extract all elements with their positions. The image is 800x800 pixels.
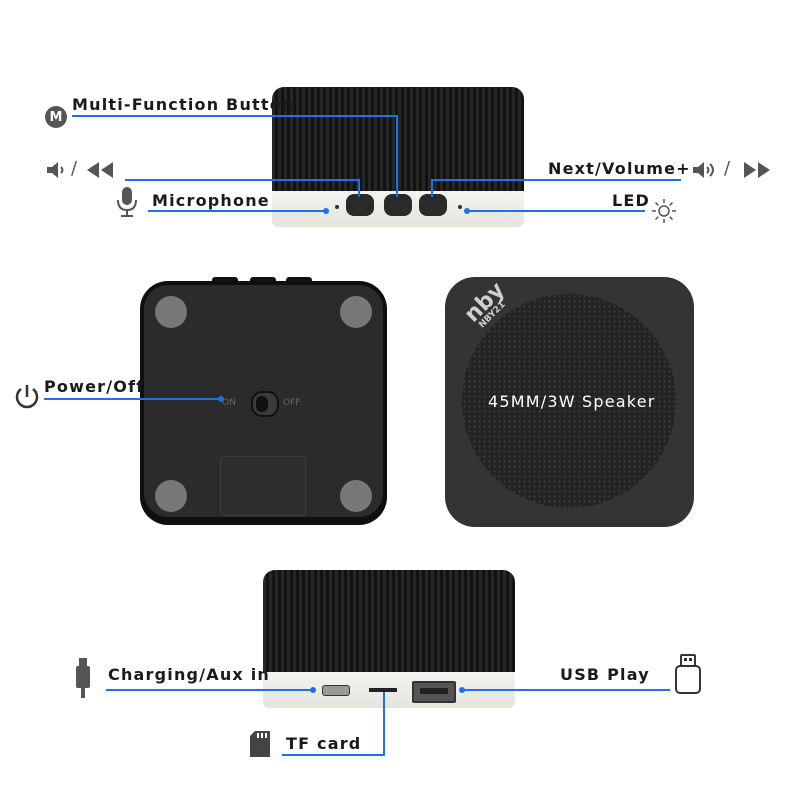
microphone-line: [148, 210, 326, 212]
speaker-face-view: [445, 277, 694, 527]
next-volume-line-v: [431, 179, 433, 197]
sd-card-icon: [250, 731, 270, 757]
rewind-icon: [87, 162, 113, 178]
multi-function-line-v: [396, 115, 398, 197]
microphone-label: Microphone: [152, 191, 270, 210]
usb-drive-icon: [675, 654, 701, 694]
volume-down-icon: [47, 162, 64, 178]
m-badge-icon: M: [45, 106, 67, 128]
microphone-hole: [335, 205, 339, 209]
speaker-grille-circle: [462, 294, 676, 508]
microphone-line-dot: [323, 208, 329, 214]
power-icon: [15, 385, 39, 409]
tf-card-label: TF card: [286, 734, 362, 753]
led-line: [467, 210, 645, 212]
tf-card-slot[interactable]: [369, 688, 397, 692]
power-line-dot: [218, 396, 224, 402]
bottom-speaker-view: [263, 570, 515, 708]
volume-down-button[interactable]: [346, 194, 374, 216]
usb-play-label: USB Play: [560, 665, 650, 684]
microphone-icon: [117, 187, 137, 217]
usb-play-line: [462, 689, 670, 691]
next-volume-line-h: [431, 179, 681, 181]
speaker-grille-top: [272, 87, 524, 193]
multi-function-button[interactable]: [384, 194, 412, 216]
charging-line: [106, 689, 312, 691]
speaker-grille-bottom: [263, 570, 515, 674]
m-badge-letter: M: [49, 109, 63, 125]
switch-on-text: ON: [222, 398, 236, 408]
volume-up-icon: [693, 162, 714, 178]
power-switch[interactable]: [251, 391, 279, 417]
prev-volume-line-v: [358, 179, 360, 197]
slash-separator: /: [71, 158, 78, 179]
rubber-foot-tl: [155, 296, 187, 328]
rubber-foot-bl: [155, 480, 187, 512]
power-label: Power/Off: [44, 377, 145, 396]
tf-card-line-h: [282, 754, 385, 756]
switch-off-text: OFF: [283, 398, 301, 408]
prev-volume-line-h: [125, 179, 360, 181]
rubber-foot-br: [340, 480, 372, 512]
usb-plug-icon: [76, 658, 90, 698]
speaker-label: 45MM/3W Speaker: [488, 392, 656, 411]
next-volume-label: Next/Volume+: [548, 159, 691, 178]
micro-usb-port[interactable]: [322, 685, 350, 696]
sun-icon: [652, 199, 676, 223]
multi-function-line-h: [72, 115, 398, 117]
slash-separator-2: /: [724, 158, 731, 179]
led-light: [458, 205, 462, 209]
fast-forward-icon: [744, 162, 770, 178]
charging-line-dot: [310, 687, 316, 693]
charging-label: Charging/Aux in: [108, 665, 270, 684]
tf-card-line-v: [383, 692, 385, 756]
rubber-foot-tr: [340, 296, 372, 328]
volume-up-button[interactable]: [419, 194, 447, 216]
power-line: [44, 398, 220, 400]
label-plate: [220, 456, 306, 516]
led-label: LED: [612, 191, 651, 210]
multi-function-label: Multi-Function Button: [72, 95, 295, 114]
usb-a-port[interactable]: [412, 681, 456, 703]
